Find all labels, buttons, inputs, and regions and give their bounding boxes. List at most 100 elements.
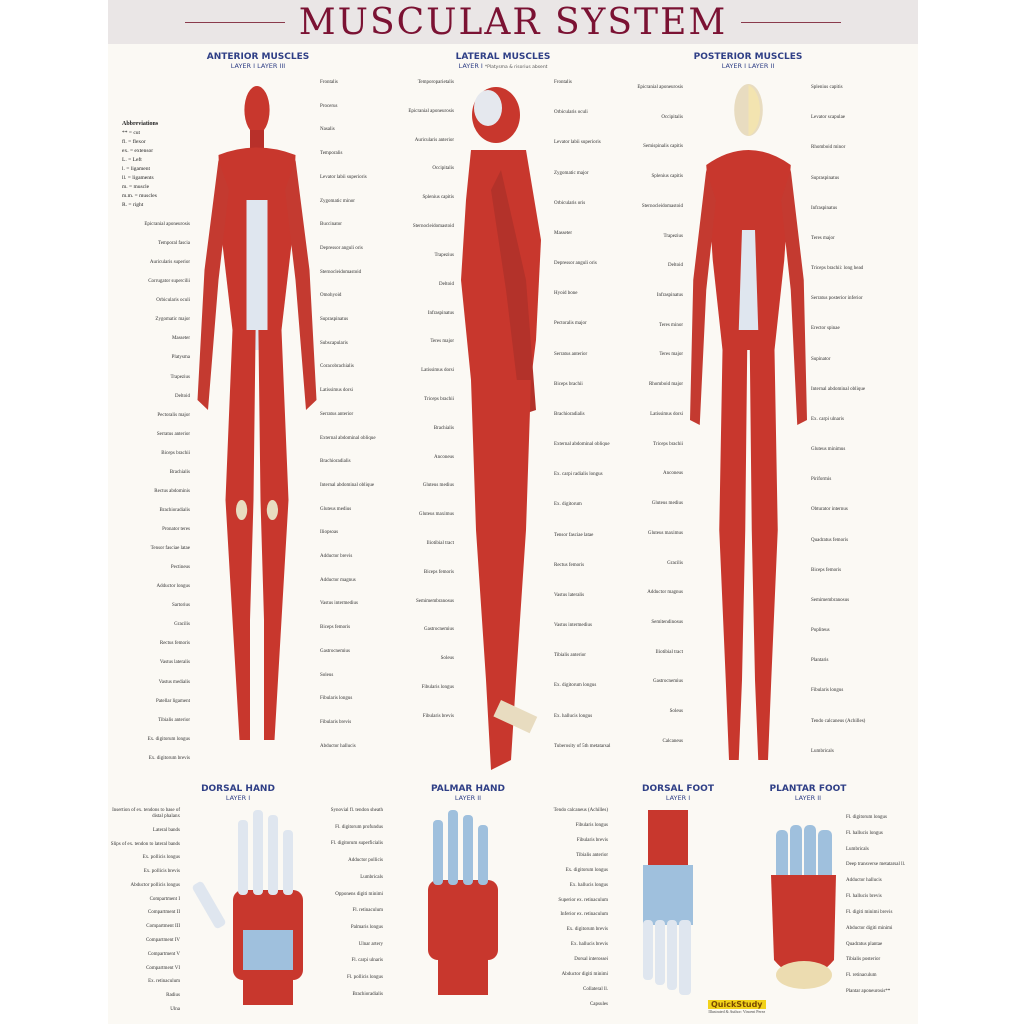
muscle-label: Fibularis longus <box>320 696 353 702</box>
muscle-label: Serratus anterior <box>554 351 588 357</box>
muscle-label: Lateral bands <box>152 827 180 833</box>
muscle-label: Auricularis anterior <box>414 137 454 143</box>
muscle-label: Fl. digiti minimi brevis <box>846 909 893 915</box>
publisher-logo: QuickStudy Illustrated & Author: Vincent… <box>708 1000 766 1014</box>
muscle-label: Fibularis longus <box>811 688 844 694</box>
muscle-label: Pectineus <box>170 565 190 571</box>
muscle-label: Hyoid bone <box>554 291 578 297</box>
muscle-label: Masseter <box>171 336 190 342</box>
muscle-label: Rectus femoris <box>554 562 585 568</box>
muscle-label: Ulna <box>170 1006 180 1012</box>
muscle-label: Tensor fasciae latae <box>150 546 190 552</box>
muscle-label: Gracilis <box>174 622 190 628</box>
muscle-label: External abdominal oblique <box>554 442 610 448</box>
muscle-label: Temporoparietalis <box>417 80 454 85</box>
muscle-label: Vastus intermedius <box>320 601 358 607</box>
muscle-label: Brachialis <box>169 469 190 475</box>
muscle-label: Serratus posterior inferior <box>811 296 863 302</box>
title-rule-left <box>184 21 285 23</box>
muscle-label: Iliotibial tract <box>426 541 454 546</box>
muscle-label: Ex. digitorum longus <box>147 736 190 742</box>
muscle-label: Serratus anterior <box>320 411 354 417</box>
muscle-label: Plantaris <box>811 658 829 664</box>
muscle-label: Brachioradialis <box>352 991 383 997</box>
muscle-label: Gracilis <box>667 560 683 566</box>
muscle-label: Ex. digitorum brevis <box>566 927 608 933</box>
dorsal-hand-figure <box>192 810 303 1005</box>
muscle-label: Rectus femoris <box>159 641 190 647</box>
muscle-label: Auricularis superior <box>149 260 190 266</box>
muscle-label: Zygomatic minor <box>320 198 355 204</box>
muscle-label: Compartment VI <box>146 965 180 971</box>
muscle-label: Erector spinae <box>811 326 840 332</box>
muscle-label: Orbicularis oculi <box>554 110 588 116</box>
muscle-label: Levator labii superioris <box>554 140 601 146</box>
muscle-label: Ex. hallucis longus <box>569 882 608 888</box>
abbreviation-item: ** = cut <box>122 130 141 136</box>
muscle-label: Tibialis anterior <box>576 852 608 858</box>
posterior-heading: POSTERIOR MUSCLES LAYER I LAYER II <box>688 52 808 70</box>
muscle-label: Masseter <box>554 230 573 236</box>
dorsal-foot-figure <box>643 810 693 995</box>
muscle-label: Fl. digitorum longus <box>846 815 887 820</box>
muscle-label: Latissimus dorsi <box>650 411 683 417</box>
muscle-label: Lumbricals <box>811 748 834 754</box>
muscle-label: Synovial fl. tendon sheath <box>330 808 383 813</box>
muscle-label: Iliopsoas <box>320 530 339 536</box>
muscle-label: Sternocleidomastoid <box>412 224 454 230</box>
muscle-label: Splenius capitis <box>651 174 683 180</box>
section-title: LATERAL MUSCLES <box>455 52 551 62</box>
muscle-label: Insertion of ex. tendons to base of dist… <box>112 808 180 819</box>
muscle-label: Tendo calcaneus (Achilles) <box>811 718 866 724</box>
muscle-label: Inferior ex. retinaculum <box>560 912 608 918</box>
full-body-figures <box>197 84 807 770</box>
muscle-label: Semimembranosus <box>811 597 850 603</box>
anterior-figure <box>197 86 317 740</box>
muscle-label: Tibialis posterior <box>846 957 881 963</box>
muscle-label: Ex. pollicis brevis <box>143 869 180 875</box>
muscle-label: Rectus abdominis <box>154 488 190 494</box>
muscle-label: Orbicularis oris <box>554 200 586 206</box>
muscle-label: Fibularis longus <box>575 822 608 828</box>
abbreviations-heading: Abbreviations <box>122 121 159 127</box>
muscle-label: Abductor digiti minimi <box>561 972 608 978</box>
muscle-label: Infraspinatus <box>656 293 683 299</box>
muscle-label: Tendo calcaneus (Achilles) <box>553 808 608 813</box>
muscle-label: External abdominal oblique <box>320 435 376 441</box>
muscle-label: Tensor fasciae latae <box>554 532 594 538</box>
title-bar: MUSCULAR SYSTEM <box>108 0 918 44</box>
muscle-label: Anconeus <box>663 471 683 477</box>
muscle-label: Tibialis anterior <box>554 653 586 659</box>
muscle-label: Rhomboid minor <box>811 145 846 151</box>
muscle-label: Adductor hallucis <box>846 878 882 884</box>
dorsal-foot-heading: DORSAL FOOT LAYER I <box>628 784 728 802</box>
muscle-label: Deltoid <box>175 393 190 399</box>
muscle-label: Omohyoid <box>320 293 342 299</box>
muscle-label: Fl. retinaculum <box>352 908 383 914</box>
muscle-label: Quadratus femoris <box>811 537 849 543</box>
section-layer: LAYER I LAYER III <box>230 62 286 70</box>
muscle-label: Subscapularis <box>320 340 348 346</box>
muscle-label: Epicranial aponeurosis <box>144 222 190 227</box>
muscle-label: Teres major <box>430 339 454 345</box>
muscle-label: Procerus <box>320 103 338 109</box>
logo-credit: Illustrated & Author: Vincent Perez <box>708 1009 766 1014</box>
muscle-label: Internal abdominal oblique <box>320 482 375 488</box>
muscle-label: Gastrocnemius <box>653 679 683 685</box>
muscle-label: Sternocleidomastoid <box>641 203 683 209</box>
muscle-label: Trapezius <box>434 252 454 258</box>
muscle-label: Pectoralis major <box>157 412 190 418</box>
muscle-label: Palmaris longus <box>350 925 383 931</box>
muscle-label: Occipitalis <box>432 166 454 172</box>
muscle-label: Latissimus dorsi <box>320 388 353 394</box>
muscle-label: Epicranial aponeurosis <box>637 85 683 90</box>
muscle-label: Ex. digitorum longus <box>554 683 597 689</box>
muscle-label: Patellar ligament <box>155 698 190 704</box>
title-rule-right <box>741 21 842 23</box>
muscle-label: Deltoid <box>439 281 454 287</box>
section-layer: LAYER I LAYER II <box>721 62 775 70</box>
abbreviation-item: l. = ligament <box>122 166 150 172</box>
muscle-label: Rhomboid major <box>648 382 683 388</box>
muscle-label: Ulnar artery <box>358 941 383 947</box>
